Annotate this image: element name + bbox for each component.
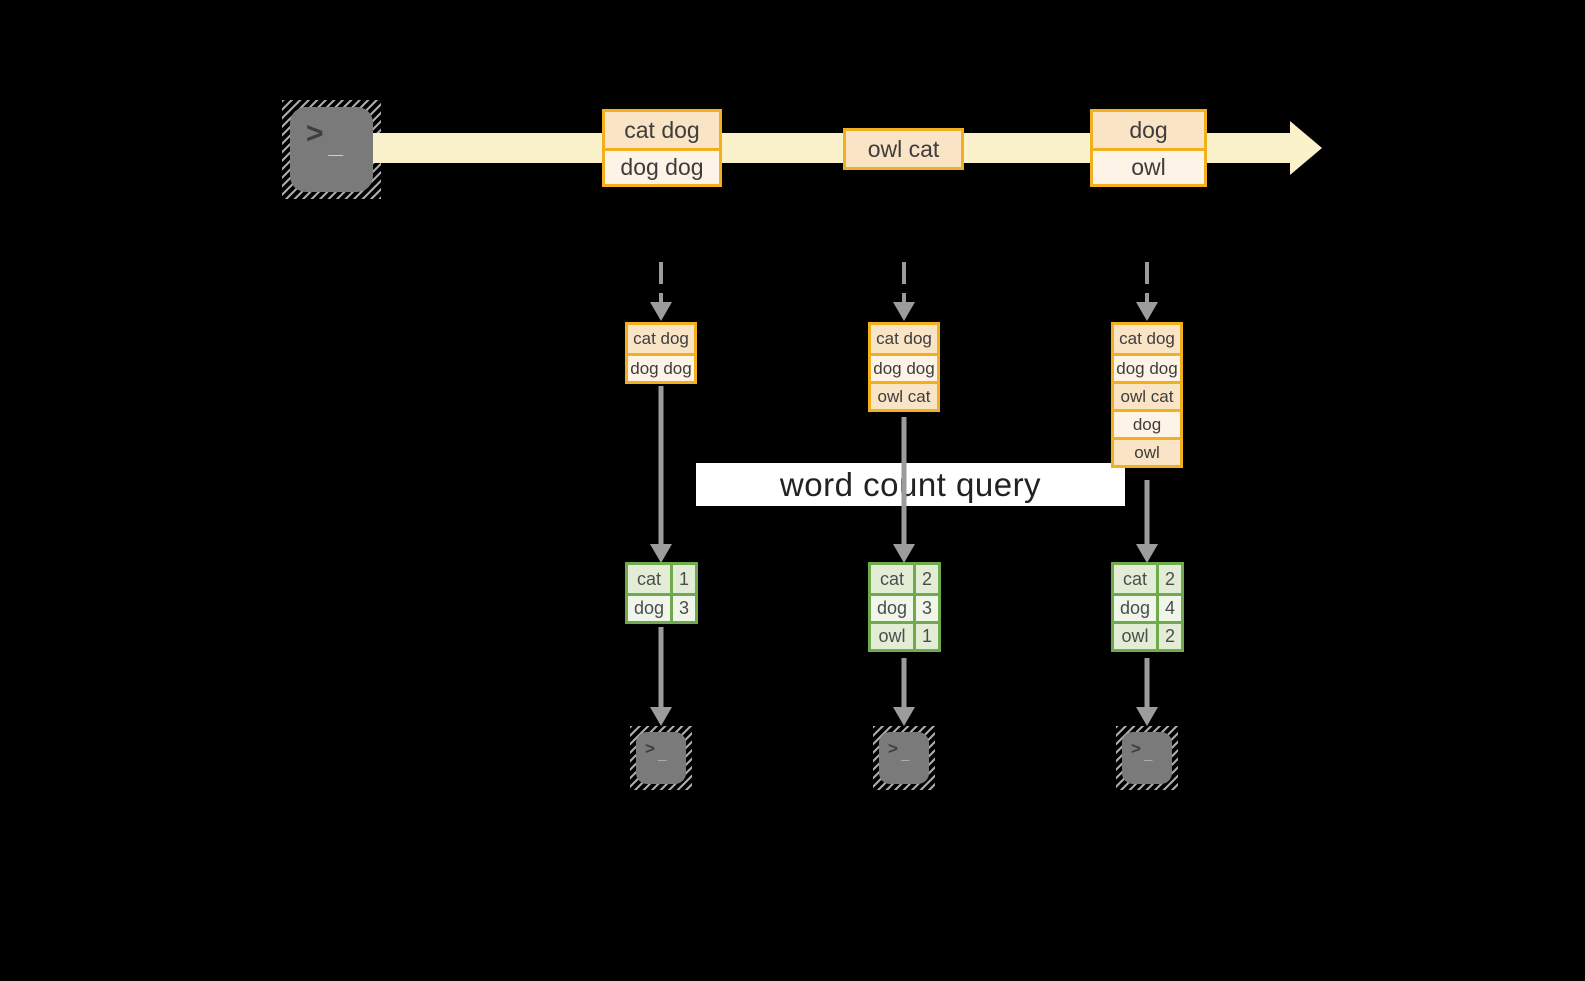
ingest-arrow-line: [1145, 262, 1149, 302]
count-cell: 2: [913, 565, 938, 593]
stack-row: owl cat: [871, 381, 937, 409]
table-row: dog 3: [628, 593, 695, 621]
stack-row: cat dog: [628, 325, 694, 353]
table-row: dog 3: [871, 593, 938, 621]
stack-row: cat dog: [871, 325, 937, 353]
terminal-cursor-icon: _: [328, 129, 343, 159]
table-row: cat 1: [628, 565, 695, 593]
terminal-screen: > _: [636, 732, 686, 784]
output-arrow-line: [901, 658, 907, 707]
query-arrow-line: [901, 417, 907, 544]
event-row: dog: [1093, 112, 1204, 148]
table-row: owl 2: [1114, 621, 1181, 649]
event-box-2: owl cat: [843, 128, 964, 170]
word-cell: cat: [1114, 565, 1156, 593]
event-row: cat dog: [605, 112, 719, 148]
ingest-arrow-line: [902, 262, 906, 302]
word-cell: owl: [871, 624, 913, 649]
count-cell: 2: [1156, 565, 1181, 593]
result-table-1: cat 1 dog 3: [625, 562, 698, 624]
event-row: dog dog: [605, 148, 719, 184]
event-row: owl cat: [846, 131, 961, 167]
count-cell: 1: [670, 565, 695, 593]
output-arrow-head-icon: [650, 707, 672, 726]
ingest-arrow-head-icon: [893, 302, 915, 321]
input-stack-3: cat dog dog dog owl cat dog owl: [1111, 322, 1183, 468]
output-arrow-head-icon: [893, 707, 915, 726]
input-stack-1: cat dog dog dog: [625, 322, 697, 384]
query-arrow-head-icon: [893, 544, 915, 563]
event-box-3: dog owl: [1090, 109, 1207, 187]
output-terminal-icon: > _: [630, 726, 692, 790]
query-banner-label: word count query: [779, 465, 1042, 503]
output-arrow-line: [1144, 658, 1150, 707]
source-terminal-icon: > _: [282, 100, 381, 199]
result-table-2: cat 2 dog 3 owl 1: [868, 562, 941, 652]
terminal-screen: > _: [290, 107, 373, 192]
word-cell: dog: [871, 596, 913, 621]
stack-row: dog dog: [871, 353, 937, 381]
query-arrow-head-icon: [1136, 544, 1158, 563]
stack-row: dog dog: [628, 353, 694, 381]
result-table-3: cat 2 dog 4 owl 2: [1111, 562, 1184, 652]
count-cell: 3: [913, 596, 938, 621]
terminal-prompt-icon: >: [306, 117, 324, 150]
table-row: dog 4: [1114, 593, 1181, 621]
event-row: owl: [1093, 148, 1204, 184]
word-cell: owl: [1114, 624, 1156, 649]
output-terminal-icon: > _: [873, 726, 935, 790]
stack-row: dog dog: [1114, 353, 1180, 381]
terminal-cursor-icon: _: [1143, 746, 1153, 763]
event-box-1: cat dog dog dog: [602, 109, 722, 187]
stack-row: cat dog: [1114, 325, 1180, 353]
word-cell: dog: [1114, 596, 1156, 621]
count-cell: 4: [1156, 596, 1181, 621]
stack-row: owl cat: [1114, 381, 1180, 409]
table-row: cat 2: [871, 565, 938, 593]
count-cell: 1: [913, 624, 938, 649]
ingest-arrow-line: [659, 262, 663, 302]
stack-row: dog: [1114, 409, 1180, 437]
input-stack-2: cat dog dog dog owl cat: [868, 322, 940, 412]
table-row: cat 2: [1114, 565, 1181, 593]
stack-row: owl: [1114, 437, 1180, 465]
word-cell: cat: [871, 565, 913, 593]
terminal-screen: > _: [1122, 732, 1172, 784]
terminal-cursor-icon: _: [900, 746, 910, 763]
terminal-prompt-icon: >: [888, 739, 898, 758]
terminal-prompt-icon: >: [645, 739, 655, 758]
query-arrow-line: [658, 386, 664, 544]
count-cell: 2: [1156, 624, 1181, 649]
terminal-prompt-icon: >: [1131, 739, 1141, 758]
word-cell: cat: [628, 565, 670, 593]
ingest-arrow-head-icon: [650, 302, 672, 321]
query-arrow-head-icon: [650, 544, 672, 563]
terminal-screen: > _: [879, 732, 929, 784]
terminal-cursor-icon: _: [657, 746, 667, 763]
stream-arrow-head-icon: [1290, 121, 1322, 175]
output-terminal-icon: > _: [1116, 726, 1178, 790]
ingest-arrow-head-icon: [1136, 302, 1158, 321]
count-cell: 3: [670, 596, 695, 621]
output-arrow-head-icon: [1136, 707, 1158, 726]
query-banner: word count query: [696, 463, 1125, 506]
output-arrow-line: [658, 627, 664, 707]
word-cell: dog: [628, 596, 670, 621]
table-row: owl 1: [871, 621, 938, 649]
query-arrow-line: [1144, 480, 1150, 544]
